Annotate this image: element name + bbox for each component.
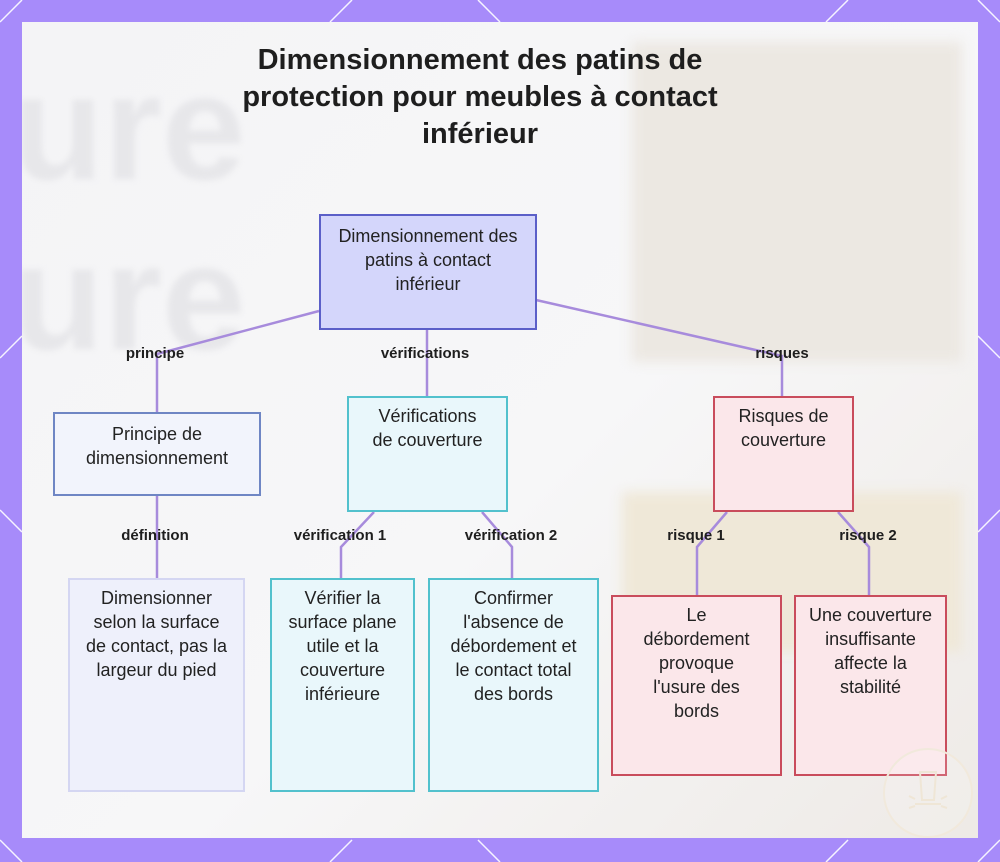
edge-label-verification-1: vérification 1 (293, 527, 387, 544)
node-root-label: Dimensionnement des patins à contact inf… (338, 226, 518, 294)
edge-verification2 (481, 511, 514, 578)
edge-label-risques: risques (755, 345, 809, 362)
edge-label-definition: définition (121, 527, 189, 544)
edge-principe (155, 309, 320, 412)
node-dimensionner-label: Dimensionner selon la surface de contact… (85, 588, 228, 680)
edge-risque2 (837, 511, 871, 595)
node-verifications: Vérifications de couverture (347, 396, 508, 512)
node-verifier-label: Vérifier la surface plane utile et la co… (288, 588, 397, 704)
node-confirmer: Confirmer l'absence de débordement et le… (428, 578, 599, 792)
node-confirmer-label: Confirmer l'absence de débordement et le… (450, 588, 577, 704)
diagram-title: Dimensionnement des patins de protection… (242, 44, 718, 150)
edge-risques (535, 298, 784, 396)
node-dimensionner: Dimensionner selon la surface de contact… (68, 578, 245, 792)
edge-verification1 (339, 511, 375, 578)
node-verifications-label: Vérifications de couverture (372, 406, 483, 450)
node-root: Dimensionnement des patins à contact inf… (319, 214, 537, 330)
edge-label-verifications: vérifications (380, 345, 470, 362)
node-risques: Risques de couverture (713, 396, 854, 512)
edge-label-risque-2: risque 2 (839, 527, 897, 544)
watermark-badge (883, 748, 973, 838)
node-couverture: Une couverture insuffisante affecte la s… (794, 595, 947, 776)
background-text: ure (22, 213, 246, 381)
edge-label-risque-1: risque 1 (667, 527, 725, 544)
node-verifier: Vérifier la surface plane utile et la co… (270, 578, 415, 792)
node-risques-label: Risques de couverture (738, 406, 829, 450)
furniture-pad-icon (908, 771, 948, 809)
edge-label-principe: principe (125, 345, 185, 362)
node-principe: Principe de dimensionnement (53, 412, 261, 496)
node-couverture-label: Une couverture insuffisante affecte la s… (808, 605, 933, 697)
background-shape (632, 42, 962, 362)
edge-label-verification-2: vérification 2 (464, 527, 558, 544)
edge-risque1 (695, 511, 728, 595)
node-debordement: Le débordement provoque l'usure des bord… (611, 595, 782, 776)
node-principe-label: Principe de dimensionnement (85, 424, 229, 468)
node-debordement-label: Le débordement provoque l'usure des bord… (643, 605, 750, 721)
background-text: ure (22, 43, 246, 211)
